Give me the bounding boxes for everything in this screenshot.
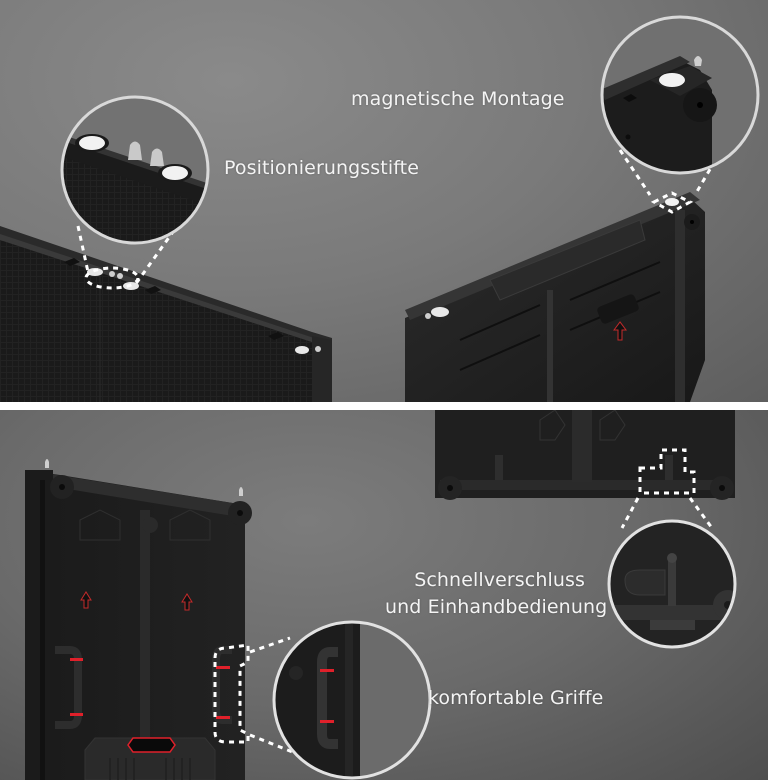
positioning-pin-icon bbox=[239, 487, 243, 496]
positioning-pin-icon bbox=[425, 313, 431, 319]
quick-lock-icon bbox=[624, 569, 666, 596]
led-cabinet-rear bbox=[405, 192, 705, 402]
positioning-pin-icon bbox=[694, 56, 702, 66]
handle-marker bbox=[216, 666, 230, 669]
top-panel: Positionierungsstifte magnetische Montag… bbox=[0, 0, 768, 402]
handle-marker bbox=[320, 720, 334, 723]
positioning-pin-icon bbox=[150, 148, 164, 166]
cabinet-bottom-edge bbox=[435, 410, 735, 500]
positioning-pin-icon bbox=[117, 273, 123, 279]
led-cabinet-front bbox=[0, 226, 332, 402]
caption-magnetic-mount: magnetische Montage bbox=[351, 88, 565, 110]
magnet-connector bbox=[618, 149, 722, 214]
handle-marker bbox=[320, 669, 334, 672]
magnet-icon bbox=[295, 346, 309, 354]
positioning-pin-icon bbox=[109, 271, 115, 277]
bottom-panel: Schnellverschluss und Einhandbedienung k… bbox=[0, 410, 768, 780]
power-connector-icon bbox=[127, 737, 176, 753]
quick-lock-callout-circle bbox=[607, 519, 737, 649]
arrow-up-icon bbox=[181, 593, 193, 611]
positioning-pin-icon bbox=[45, 459, 49, 468]
positioning-pin-icon bbox=[315, 346, 321, 352]
magnet-icon bbox=[79, 136, 105, 150]
caption-quick-lock-line1: Schnellverschluss bbox=[414, 569, 585, 591]
positioning-pin-icon bbox=[128, 141, 142, 160]
caption-quick-lock-line2: und Einhandbedienung bbox=[385, 596, 608, 618]
arrow-up-icon bbox=[613, 321, 627, 341]
top-illustration bbox=[0, 15, 760, 402]
handle-callout-circle bbox=[272, 620, 432, 780]
handle-marker bbox=[216, 716, 230, 719]
quick-lock-connector bbox=[620, 448, 714, 529]
magnet-callout-circle bbox=[600, 15, 760, 175]
handle-marker bbox=[70, 658, 83, 661]
handle-marker bbox=[70, 713, 83, 716]
led-cabinet-rear-portrait bbox=[25, 459, 252, 780]
magnet-icon bbox=[162, 166, 188, 180]
panel-divider bbox=[0, 402, 768, 410]
caption-handles: komfortable Griffe bbox=[428, 687, 604, 709]
pins-callout-circle bbox=[60, 95, 210, 245]
bottom-illustration bbox=[25, 410, 737, 780]
magnet-icon bbox=[659, 73, 685, 87]
arrow-up-icon bbox=[80, 591, 92, 609]
caption-positioning-pins: Positionierungsstifte bbox=[224, 157, 420, 179]
handle-icon bbox=[317, 647, 338, 749]
magnet-icon bbox=[665, 198, 679, 206]
magnet-icon bbox=[431, 307, 449, 317]
handle-icon bbox=[55, 646, 82, 729]
